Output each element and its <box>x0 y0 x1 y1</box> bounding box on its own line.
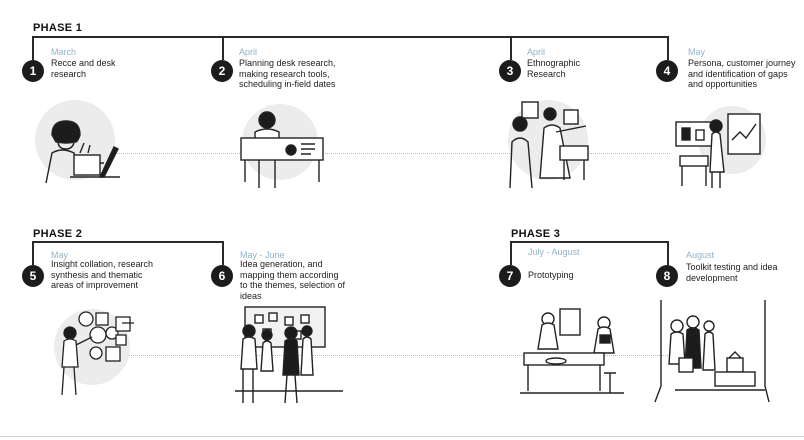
group-with-boxes-illustration <box>654 300 770 403</box>
phase-2-line <box>33 241 223 243</box>
step-7-marker: 7 <box>499 265 521 287</box>
person-at-desk-illustration <box>240 104 324 188</box>
step-8-marker: 8 <box>656 265 678 287</box>
step-3-month: April <box>527 47 546 57</box>
person-at-laptop-illustration <box>35 100 120 184</box>
step-4-marker: 4 <box>656 60 678 82</box>
phase-3-line <box>511 241 669 243</box>
step-5-month: May <box>51 250 69 260</box>
step-7-description: Prototyping <box>528 270 574 280</box>
bottom-divider <box>0 436 804 437</box>
phase-3-title: PHASE 3 <box>511 228 561 240</box>
step-2-marker: 2 <box>211 60 233 82</box>
person-with-shapes-illustration <box>54 309 134 396</box>
phase-1-title: PHASE 1 <box>33 22 83 34</box>
step-6-month: May - June <box>240 250 285 260</box>
group-at-wall-illustration <box>235 306 343 404</box>
phase-1-line <box>33 36 668 38</box>
step-1-marker: 1 <box>22 60 44 82</box>
step-3-marker: 3 <box>499 60 521 82</box>
two-people-interview-illustration <box>508 100 589 189</box>
step-2-description: Planning desk research,making research t… <box>239 58 336 89</box>
step-2-month: April <box>239 47 258 57</box>
step-1-month: March <box>51 47 77 57</box>
phase-2-title: PHASE 2 <box>33 228 83 240</box>
step-8-month: August <box>686 250 715 260</box>
people-at-table-illustration <box>520 308 624 394</box>
person-at-board-illustration <box>675 106 766 188</box>
step-7-month: July - August <box>528 247 580 257</box>
step-6-marker: 6 <box>211 265 233 287</box>
step-4-month: May <box>688 47 706 57</box>
step-5-marker: 5 <box>22 265 44 287</box>
